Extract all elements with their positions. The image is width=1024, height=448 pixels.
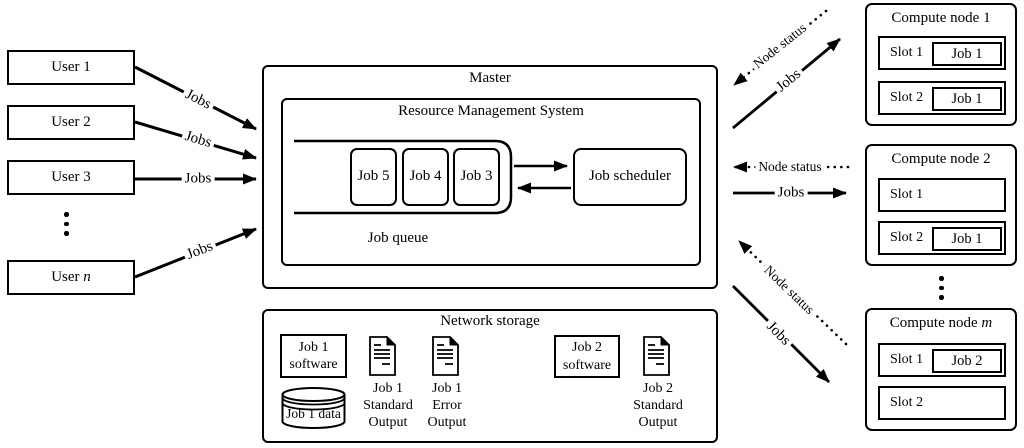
node1-slot1: Slot 1 Job 1: [878, 36, 1006, 70]
user-2-label: User 2: [51, 113, 91, 130]
node1-slot1-label: Slot 1: [890, 45, 924, 60]
compute-node-1-title: Compute node 1: [891, 10, 991, 26]
master-title: Master: [469, 70, 511, 86]
rms-title: Resource Management System: [398, 103, 584, 119]
usern-jobs-label: Jobs: [181, 237, 219, 265]
node1-slot1-job: Job 1: [932, 42, 1002, 66]
job2-stdout-file-icon: [643, 336, 670, 376]
compute-node-m-box: Compute node m Slot 1 Job 2 Slot 2: [865, 308, 1017, 431]
nodem-jobs-label: Jobs: [760, 316, 796, 352]
job-scheduler-box: Job scheduler: [573, 148, 687, 206]
nodem-slot1-label: Slot 1: [890, 352, 924, 367]
nodes-ellipsis: [939, 276, 944, 300]
node1-slot2-label: Slot 2: [890, 90, 924, 105]
job1-software-box: Job 1 software: [280, 334, 347, 378]
compute-node-m-title: Compute node m: [889, 315, 993, 331]
nodem-slot2-label: Slot 2: [890, 395, 924, 410]
user-3-label: User 3: [51, 168, 91, 185]
node2-jobs-label: Jobs: [774, 184, 808, 202]
job1-data-label: Job 1 data: [286, 406, 341, 421]
job1-stderr-file-icon: [432, 336, 459, 376]
user-1-box: User 1: [7, 50, 135, 85]
network-storage-title: Network storage: [440, 313, 540, 329]
job2-stdout-label: Job 2 Standard Output: [633, 381, 683, 431]
job1-stderr-label: Job 1 Error Output: [427, 381, 467, 431]
user-3-box: User 3: [7, 160, 135, 195]
compute-node-2-title: Compute node 2: [891, 151, 991, 167]
nodem-status-label: Node status: [758, 260, 820, 320]
nodem-slot1-job: Job 2: [932, 349, 1002, 373]
nodem-slot1: Slot 1 Job 2: [878, 343, 1006, 377]
user-1-label: User 1: [51, 58, 91, 75]
user-n-label: User n: [51, 268, 91, 285]
user-2-box: User 2: [7, 105, 135, 140]
user1-jobs-label: Jobs: [179, 85, 217, 115]
node1-slot2: Slot 2 Job 1: [878, 81, 1006, 115]
node1-jobs-label: Jobs: [770, 64, 808, 98]
queue-job-4-box: Job 4: [402, 148, 449, 206]
node2-slot2-job: Job 1: [932, 227, 1002, 251]
user2-jobs-label: Jobs: [179, 127, 217, 153]
node2-slot2-label: Slot 2: [890, 230, 924, 245]
user3-jobs-label: Jobs: [181, 170, 215, 188]
job-queue-label: Job queue: [367, 230, 429, 246]
job1-stdout-file-icon: [369, 336, 396, 376]
node1-status-label: Node status: [747, 18, 813, 74]
queue-job-5-box: Job 5: [350, 148, 397, 206]
nodem-slot2: Slot 2: [878, 386, 1006, 420]
compute-node-1-box: Compute node 1 Slot 1 Job 1 Slot 2 Job 1: [865, 3, 1017, 126]
job1-stdout-label: Job 1 Standard Output: [363, 381, 413, 431]
node2-slot2: Slot 2 Job 1: [878, 221, 1006, 255]
node2-slot1: Slot 1: [878, 178, 1006, 212]
queue-job-3-box: Job 3: [453, 148, 500, 206]
node2-status-label: Node status: [755, 159, 825, 175]
job2-software-box: Job 2 software: [554, 335, 620, 378]
user-n-box: User n: [7, 260, 135, 295]
users-ellipsis: [64, 212, 69, 236]
node1-slot2-job: Job 1: [932, 87, 1002, 111]
node2-slot1-label: Slot 1: [890, 187, 924, 202]
compute-node-2-box: Compute node 2 Slot 1 Slot 2 Job 1: [865, 144, 1017, 266]
